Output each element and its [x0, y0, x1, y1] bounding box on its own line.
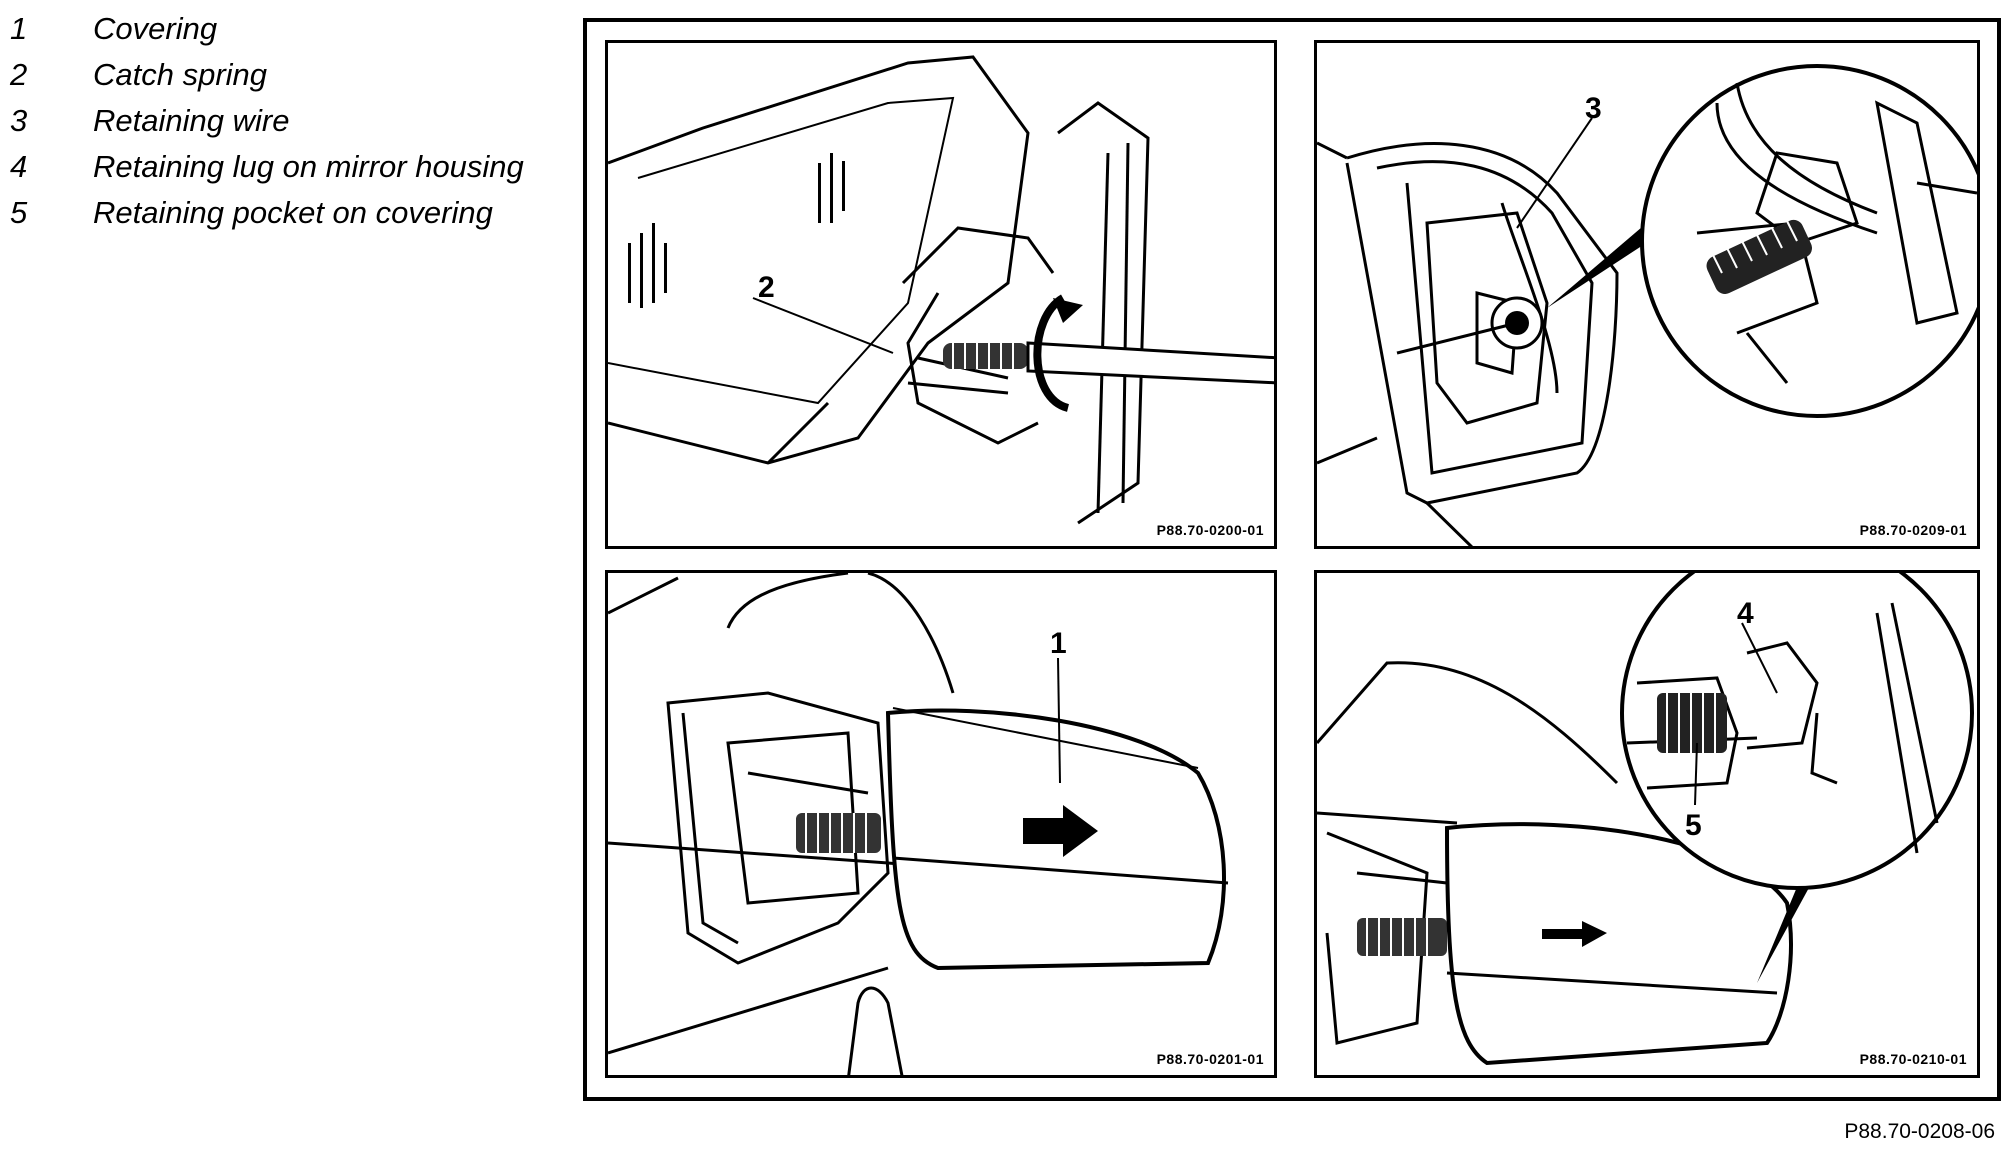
legend-number: 5: [10, 195, 28, 230]
panel-covering: 1 P88.70-0201-01: [605, 570, 1277, 1078]
legend-label: Retaining pocket on covering: [93, 195, 493, 230]
figure-reference: P88.70-0208-06: [1844, 1120, 1995, 1143]
legend-number: 1: [10, 11, 28, 46]
legend-list: 1 Covering 2 Catch spring 3 Retaining wi…: [10, 6, 524, 236]
callout-label: 5: [1685, 809, 1702, 842]
lug-and-pocket-illustration: 4 5: [1317, 573, 1974, 1066]
panel-code: P88.70-0209-01: [1859, 522, 1967, 538]
callout-label: 1: [1050, 627, 1067, 660]
callout-label: 2: [758, 271, 775, 304]
callout-leader: [1057, 657, 1061, 784]
panel-catch-spring: 2 P88.70-0200-01: [605, 40, 1277, 549]
panel-lug-and-pocket: 4 5 P88.70-0210-01: [1314, 570, 1980, 1078]
legend-item: 2 Catch spring: [10, 52, 524, 98]
legend-label: Covering: [93, 11, 218, 46]
callout-leader: [752, 297, 894, 354]
covering-illustration: 1: [608, 573, 1229, 1075]
callout-label: 3: [1585, 92, 1602, 125]
legend-number: 2: [10, 57, 28, 92]
callout-leader: [1694, 742, 1698, 806]
panel-code: P88.70-0210-01: [1859, 1051, 1967, 1067]
legend-item: 4 Retaining lug on mirror housing: [10, 144, 524, 190]
legend-number: 4: [10, 149, 28, 184]
panel-code: P88.70-0201-01: [1156, 1051, 1264, 1067]
figure-frame: 2 P88.70-0200-01: [583, 18, 2001, 1101]
callout-leader: [1741, 622, 1778, 694]
legend-item: 3 Retaining wire: [10, 98, 524, 144]
legend-label: Catch spring: [93, 57, 268, 92]
panel-code: P88.70-0200-01: [1156, 522, 1264, 538]
panel-retaining-wire: 3 P88.70-0209-01: [1314, 40, 1980, 549]
legend-label: Retaining wire: [93, 103, 290, 138]
legend-number: 3: [10, 103, 28, 138]
callout-label: 4: [1737, 597, 1754, 630]
legend-label: Retaining lug on mirror housing: [93, 149, 524, 184]
retaining-wire-illustration: 3: [1317, 64, 1977, 546]
legend-item: 1 Covering: [10, 6, 524, 52]
callout-leader: [1516, 117, 1593, 229]
catch-spring-illustration: 2: [608, 55, 1274, 525]
legend-item: 5 Retaining pocket on covering: [10, 190, 524, 236]
